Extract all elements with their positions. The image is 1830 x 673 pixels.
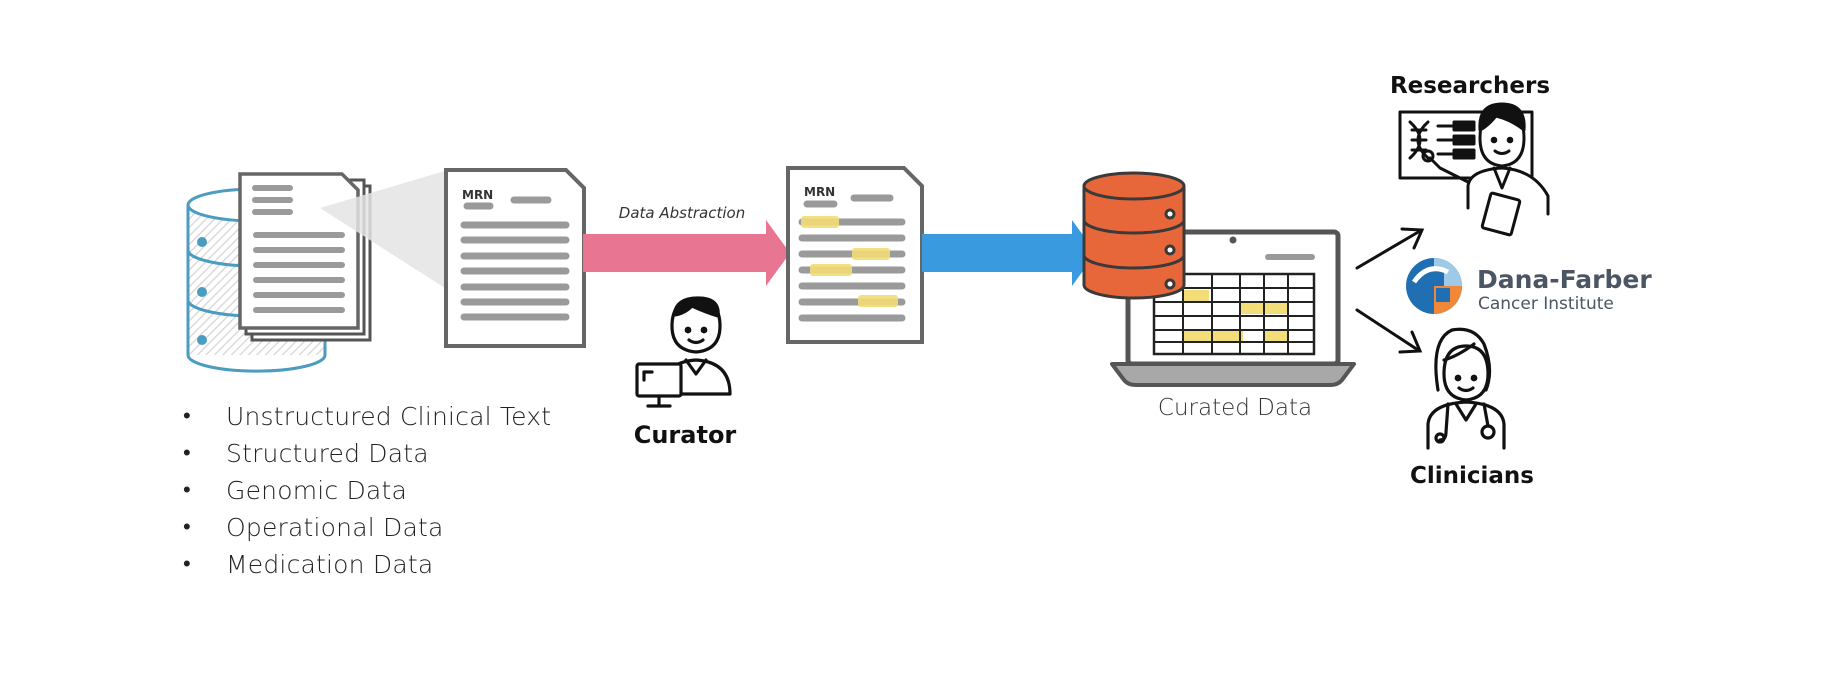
- curator-label: Curator: [634, 421, 737, 449]
- zoom-cone: [320, 170, 448, 290]
- data-abstraction-arrow: [583, 220, 790, 286]
- curator-icon: [635, 296, 732, 408]
- clinicians-label: Clinicians: [1410, 463, 1534, 489]
- data-abstraction-label: Data Abstraction: [619, 204, 745, 222]
- list-item: Medication Data: [183, 546, 551, 583]
- highlighted-document-icon: MRN: [786, 166, 924, 344]
- mrn-document-icon: MRN: [444, 168, 586, 348]
- curated-database-icon: [1082, 171, 1186, 300]
- clinician-icon: [1426, 327, 1506, 450]
- researcher-icon: [1398, 102, 1550, 237]
- mrn-label: MRN: [462, 188, 493, 202]
- brand-subtitle: Cancer Institute: [1478, 294, 1614, 314]
- list-item: Operational Data: [183, 509, 551, 546]
- list-item: Structured Data: [183, 435, 551, 472]
- document-stack-icon: [238, 172, 372, 342]
- list-item: Unstructured Clinical Text: [183, 398, 551, 435]
- data-source-list: Unstructured Clinical Text Structured Da…: [183, 398, 551, 583]
- dana-farber-logo: [1406, 258, 1462, 314]
- mrn-label-highlighted: MRN: [804, 185, 835, 199]
- researchers-label: Researchers: [1390, 73, 1550, 99]
- branch-arrows: [1355, 227, 1425, 354]
- list-item: Genomic Data: [183, 472, 551, 509]
- curation-arrow: [922, 220, 1096, 286]
- brand-name: Dana-Farber: [1477, 265, 1652, 294]
- curated-data-label: Curated Data: [1158, 395, 1312, 421]
